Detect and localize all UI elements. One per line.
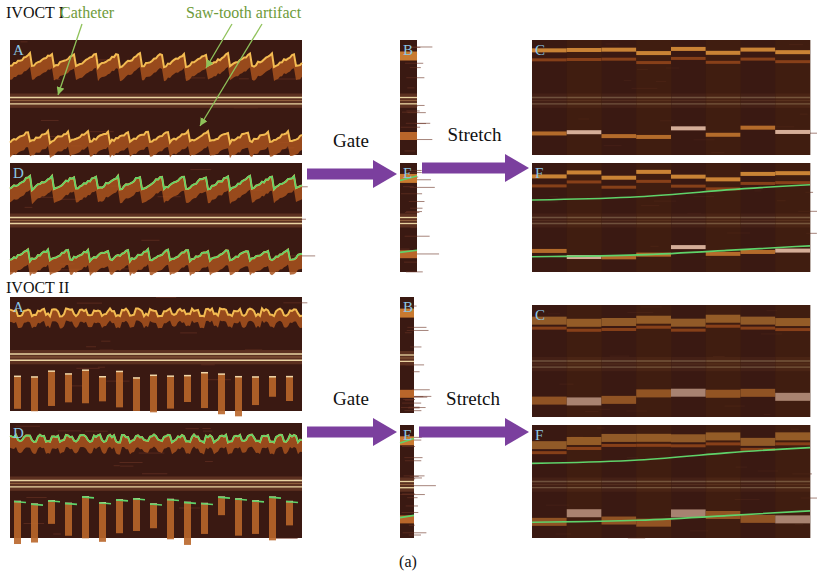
leader-line <box>206 24 232 68</box>
oct-image <box>532 305 811 417</box>
process-arrow <box>307 169 373 180</box>
panel-letter: F <box>535 166 543 181</box>
oct-image <box>10 423 302 545</box>
arrow-label: Gate <box>333 389 369 410</box>
oct-image <box>10 40 302 158</box>
process-arrow <box>422 163 505 174</box>
panel-letter: F <box>535 428 543 443</box>
image-panel: C <box>532 305 810 417</box>
arrow-label: Stretch <box>448 125 502 146</box>
image-panel: F <box>532 163 810 272</box>
image-panel: C <box>532 40 810 155</box>
process-arrow <box>419 427 505 438</box>
leader-line <box>200 24 262 126</box>
panel-letter: C <box>535 43 545 58</box>
arrow-label: Stretch <box>446 389 500 410</box>
oct-image <box>10 163 315 276</box>
group-title: IVOCT II <box>6 279 69 297</box>
panel-letter: A <box>13 300 24 315</box>
figure-caption: (a) <box>399 553 417 571</box>
panel-letter: C <box>535 308 545 323</box>
annotation-label: Saw-tooth artifact <box>186 4 301 22</box>
image-panel: E <box>400 163 417 272</box>
group-title: IVOCT I <box>6 4 64 22</box>
panel-letter: D <box>13 426 24 441</box>
oct-image <box>532 163 817 272</box>
panel-letter: B <box>403 43 413 58</box>
oct-image <box>532 40 817 155</box>
image-panel: D <box>10 423 302 538</box>
panel-letter: D <box>13 166 24 181</box>
image-panel: B <box>400 40 417 155</box>
oct-image <box>400 163 439 272</box>
oct-image <box>400 40 432 155</box>
leader-line <box>58 24 82 95</box>
oct-image <box>400 425 436 538</box>
image-panel: A <box>10 40 302 155</box>
panel-letter: B <box>403 300 413 315</box>
leader-lines <box>58 24 262 126</box>
process-arrow <box>307 427 373 438</box>
oct-image <box>400 297 431 413</box>
oct-image <box>10 297 307 416</box>
panel-letter: A <box>13 43 24 58</box>
image-panel: E <box>400 425 414 538</box>
oct-image <box>532 425 817 538</box>
image-panel: B <box>400 297 414 413</box>
panel-letter: E <box>403 166 412 181</box>
annotation-label: Catheter <box>60 4 114 22</box>
image-panel: F <box>532 425 810 538</box>
image-panel: D <box>10 163 302 272</box>
arrow-label: Gate <box>333 131 369 152</box>
image-panel: A <box>10 297 302 411</box>
panel-letter: E <box>403 428 412 443</box>
